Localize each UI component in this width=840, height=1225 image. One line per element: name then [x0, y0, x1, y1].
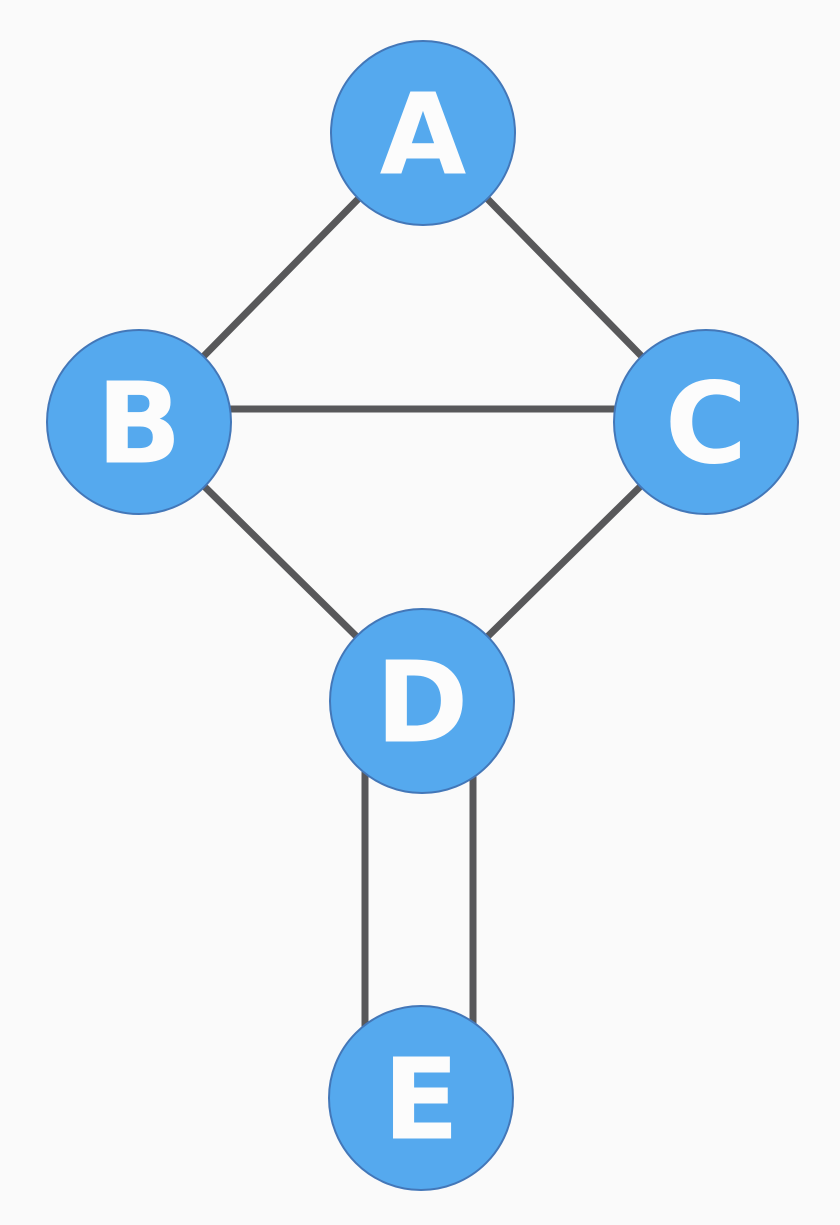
node-A: A [330, 40, 516, 226]
node-E: E [328, 1005, 514, 1191]
node-C: C [613, 329, 799, 515]
node-B: B [46, 329, 232, 515]
node-D-circle [329, 608, 515, 794]
node-D: D [329, 608, 515, 794]
node-E-circle [328, 1005, 514, 1191]
node-B-circle [46, 329, 232, 515]
node-C-circle [613, 329, 799, 515]
node-A-circle [330, 40, 516, 226]
nodes-layer: AB CD E [46, 40, 799, 1191]
